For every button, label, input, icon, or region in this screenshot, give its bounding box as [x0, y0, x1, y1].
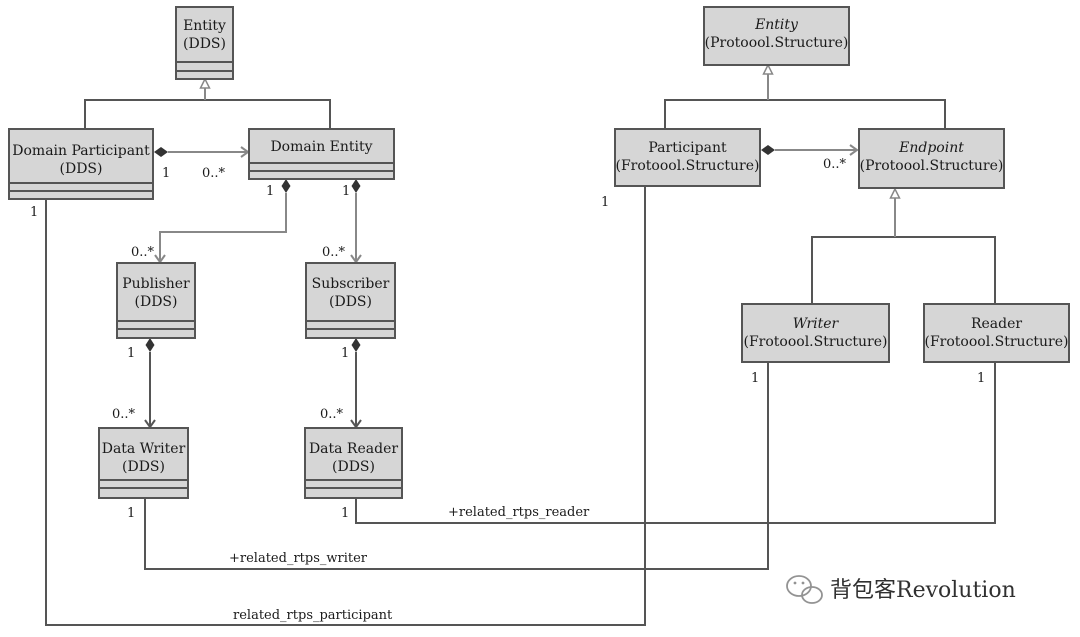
role-label-related-participant: related_rtps_participant [233, 608, 393, 623]
class-participant: Participant (Frotoool.Structure) [614, 128, 761, 187]
multiplicity-label: 1 [977, 371, 985, 386]
class-stereotype: (Frotoool.Structure) [744, 334, 888, 350]
class-endpoint: Endpoint (Protoool.Structure) [858, 128, 1005, 189]
class-name: Domain Entity [270, 139, 372, 155]
class-writer: Writer (Frotoool.Structure) [741, 303, 890, 363]
role-label-related-writer: +related_rtps_writer [229, 551, 368, 566]
class-name: Participant [648, 140, 727, 156]
class-domain-participant: Domain Participant (DDS) [8, 128, 154, 200]
class-reader: Reader (Frotoool.Structure) [923, 303, 1070, 363]
multiplicity-label: 1 [162, 166, 170, 181]
multiplicity-label: 1 [601, 195, 609, 210]
multiplicity-label: 1 [342, 184, 350, 199]
multiplicity-label: 0..* [112, 407, 136, 422]
class-name: Data Reader [309, 441, 398, 457]
watermark-text: 背包客Revolution [830, 578, 1016, 603]
class-stereotype: (Frotoool.Structure) [616, 158, 760, 174]
class-entity-dds: Entity (DDS) [175, 6, 234, 80]
generalization-endpoint-tree [811, 236, 996, 303]
class-stereotype: (DDS) [329, 294, 372, 310]
class-name: Data Writer [102, 441, 186, 457]
class-stereotype: (Protoool.Structure) [705, 35, 849, 51]
multiplicity-label: 0..* [320, 407, 344, 422]
multiplicity-label: 1 [341, 506, 349, 521]
composition-dp-de-diamond [154, 147, 168, 157]
composition-part-ep-diamond [761, 145, 775, 155]
multiplicity-label: 0..* [131, 245, 155, 260]
multiplicity-label: 1 [127, 506, 135, 521]
class-stereotype: (DDS) [122, 459, 165, 475]
connectors [45, 63, 996, 626]
composition-sub-dr-diamond [351, 338, 361, 352]
association-related-participant [45, 186, 646, 626]
class-name: Entity [754, 17, 799, 33]
composition-de-sub-diamond [351, 179, 361, 193]
class-stereotype: (DDS) [60, 161, 103, 177]
association-related-reader [355, 363, 996, 524]
generalization-dds-tree [84, 99, 331, 128]
class-stereotype: (DDS) [183, 36, 226, 52]
class-stereotype: (DDS) [135, 294, 178, 310]
class-data-writer: Data Writer (DDS) [98, 427, 189, 499]
class-name: Entity [183, 18, 226, 34]
class-name: Endpoint [898, 140, 964, 156]
class-name: Publisher [122, 276, 190, 292]
multiplicity-labels: 1 0..* 1 0..* 1 0..* 1 0..* 1 0..* 0..* … [30, 157, 985, 521]
multiplicity-label: 1 [751, 371, 759, 386]
class-publisher: Publisher (DDS) [116, 262, 196, 339]
composition-pub-dw-diamond [145, 338, 155, 352]
generalization-rtps-tree [664, 99, 946, 128]
role-label-related-reader: +related_rtps_reader [448, 505, 590, 520]
class-name: Domain Participant [12, 143, 150, 159]
generalization-rtps-arrowhead [762, 63, 774, 75]
class-name: Reader [971, 316, 1022, 332]
watermark: 背包客Revolution [786, 575, 1016, 604]
composition-part-ep-arrow [849, 144, 859, 156]
composition-de-pub-diamond [281, 179, 291, 193]
class-data-reader: Data Reader (DDS) [304, 427, 403, 499]
class-entity-rtps: Entity (Protoool.Structure) [703, 6, 850, 66]
generalization-endpoint-arrowhead [889, 187, 901, 199]
multiplicity-label: 1 [341, 346, 349, 361]
class-domain-entity: Domain Entity [248, 128, 395, 180]
generalization-dds-arrowhead [199, 77, 211, 89]
class-name: Subscriber [312, 276, 390, 292]
class-stereotype: (Protoool.Structure) [860, 158, 1004, 174]
class-stereotype: (DDS) [332, 459, 375, 475]
multiplicity-label: 0..* [322, 245, 346, 260]
class-stereotype: (Frotoool.Structure) [925, 334, 1069, 350]
class-name: Writer [793, 316, 840, 332]
role-labels: +related_rtps_reader +related_rtps_write… [229, 505, 590, 623]
multiplicity-label: 1 [127, 346, 135, 361]
association-related-writer [144, 363, 769, 570]
multiplicity-label: 0..* [202, 166, 226, 181]
multiplicity-label: 1 [266, 184, 274, 199]
multiplicity-label: 0..* [823, 157, 847, 172]
wechat-logo-icon [786, 575, 823, 604]
multiplicity-label: 1 [30, 205, 38, 220]
class-subscriber: Subscriber (DDS) [305, 262, 396, 339]
composition-de-pub-line [159, 193, 287, 262]
